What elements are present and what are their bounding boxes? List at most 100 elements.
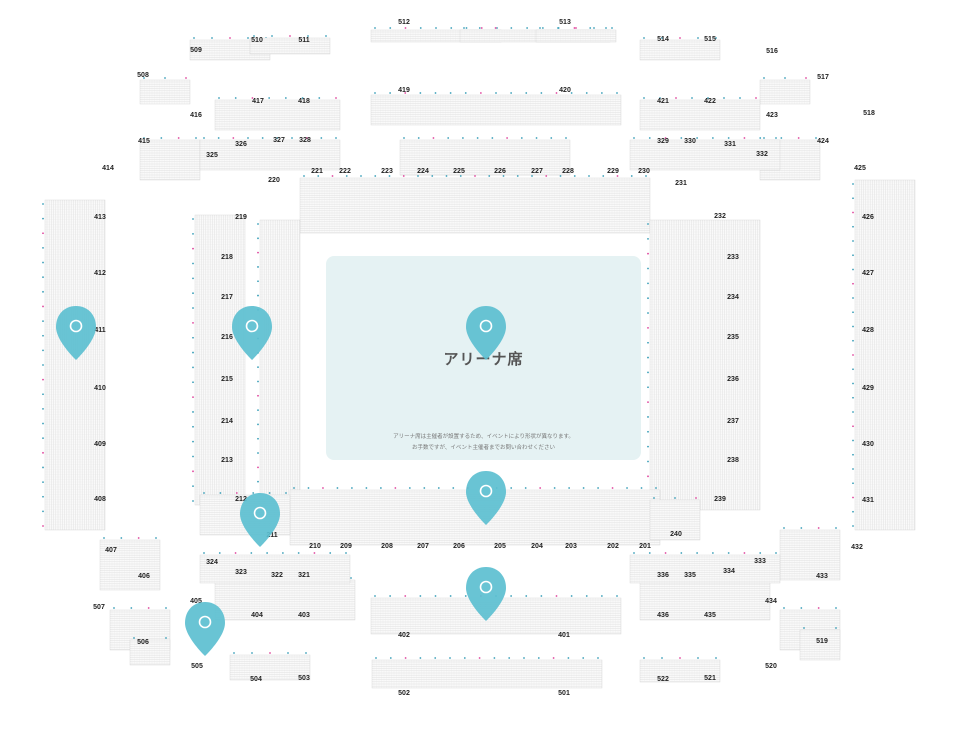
section-label-238: 238 [727, 457, 739, 464]
section-label-207: 207 [417, 543, 429, 550]
seat-block-l200i[interactable] [257, 219, 301, 501]
location-pin-icon[interactable] [464, 304, 508, 362]
row-marker [261, 137, 264, 139]
location-pin-icon[interactable] [183, 600, 227, 658]
row-marker [192, 366, 194, 369]
location-pin-icon[interactable] [230, 304, 274, 362]
arena-floor[interactable]: アリーナ席 アリーナ席は主催者が設置するため、イベントにより形状が異なります。 … [326, 256, 641, 460]
row-marker [464, 92, 467, 94]
section-label-330: 330 [684, 138, 696, 145]
row-marker [432, 137, 435, 139]
seat-block-t200c[interactable] [399, 137, 571, 176]
row-marker [42, 276, 44, 279]
row-marker [616, 175, 619, 177]
row-marker [463, 657, 466, 659]
row-marker [727, 552, 730, 554]
row-marker [540, 595, 543, 597]
seat-block-br200[interactable] [649, 497, 701, 541]
section-label-224: 224 [417, 168, 429, 175]
row-marker [257, 280, 259, 283]
section-label-205: 205 [494, 543, 506, 550]
seat-block-t400[interactable] [370, 92, 622, 126]
section-label-232: 232 [714, 213, 726, 220]
seat-block-l200[interactable] [192, 214, 246, 506]
seat-block-r200[interactable] [647, 219, 761, 511]
row-marker [573, 27, 576, 29]
row-marker [630, 175, 633, 177]
row-marker [852, 510, 854, 513]
row-marker [815, 137, 817, 139]
seat-block-r400[interactable] [852, 179, 916, 531]
seat-block-b500r[interactable] [639, 657, 721, 683]
seat-block-c500-0[interactable] [139, 77, 191, 105]
seat-block-c500-4[interactable] [799, 627, 841, 661]
seat-block-b400l[interactable] [214, 577, 356, 621]
seat-block-t300r[interactable] [629, 137, 781, 171]
row-marker [510, 595, 513, 597]
location-pin-icon[interactable] [464, 565, 508, 623]
seat-block-t500-3[interactable] [639, 37, 721, 61]
seat-block-b500[interactable] [371, 657, 603, 689]
seat-block-t500-5[interactable] [249, 35, 331, 55]
row-marker [192, 307, 194, 309]
row-marker [434, 595, 437, 597]
section-label-325: 325 [206, 152, 218, 159]
row-marker [585, 595, 588, 597]
location-pin-icon[interactable] [238, 491, 282, 549]
location-pin-icon[interactable] [464, 469, 508, 527]
row-marker [431, 175, 434, 177]
row-marker [647, 356, 649, 359]
row-marker [653, 497, 655, 499]
section-label-423: 423 [766, 112, 778, 119]
row-marker [203, 137, 205, 139]
location-pin-icon[interactable] [54, 304, 98, 362]
seat-block-t200[interactable] [299, 175, 651, 234]
row-marker [192, 425, 194, 428]
section-label-231: 231 [675, 180, 687, 187]
row-marker [626, 487, 628, 489]
seat-block-b300r[interactable] [629, 552, 781, 584]
seat-block-tl400[interactable] [139, 137, 201, 181]
row-marker [218, 97, 220, 99]
row-marker [419, 27, 422, 29]
seat-block-b400r[interactable] [639, 577, 771, 621]
row-marker [313, 552, 316, 554]
row-marker [488, 175, 491, 177]
section-label-202: 202 [607, 543, 619, 550]
row-marker [775, 552, 777, 554]
seat-blocks-layer [42, 27, 916, 689]
seat-block-br400[interactable] [779, 527, 841, 581]
row-marker [335, 137, 337, 139]
seat-block-c500-1[interactable] [759, 77, 811, 105]
seat-block-bl400[interactable] [99, 537, 161, 591]
section-label-328: 328 [299, 137, 311, 144]
seat-block-t400l[interactable] [214, 97, 341, 131]
row-marker [570, 92, 573, 94]
section-label-322: 322 [271, 572, 283, 579]
section-label-240: 240 [670, 531, 682, 538]
seat-block-l400[interactable] [42, 199, 106, 531]
seat-block-b500l[interactable] [229, 652, 311, 681]
seat-block-t500-2[interactable] [535, 27, 617, 43]
section-label-435: 435 [704, 612, 716, 619]
seat-block-t400r[interactable] [639, 97, 761, 131]
seat-block-t300l[interactable] [199, 137, 341, 171]
row-marker [257, 480, 259, 483]
seat-block-b300l[interactable] [199, 552, 351, 584]
section-label-414: 414 [102, 165, 114, 172]
row-marker [553, 487, 556, 489]
row-marker [680, 137, 683, 139]
row-marker [645, 175, 647, 177]
row-marker [177, 137, 180, 139]
row-marker [540, 92, 543, 94]
section-label-227: 227 [531, 168, 543, 175]
row-marker [531, 175, 533, 177]
seat-block-c500-5[interactable] [129, 637, 171, 666]
row-marker [42, 334, 44, 337]
row-marker [318, 97, 321, 99]
row-marker [550, 137, 553, 139]
row-marker [192, 262, 194, 265]
row-marker [852, 254, 854, 257]
row-marker [257, 223, 259, 225]
